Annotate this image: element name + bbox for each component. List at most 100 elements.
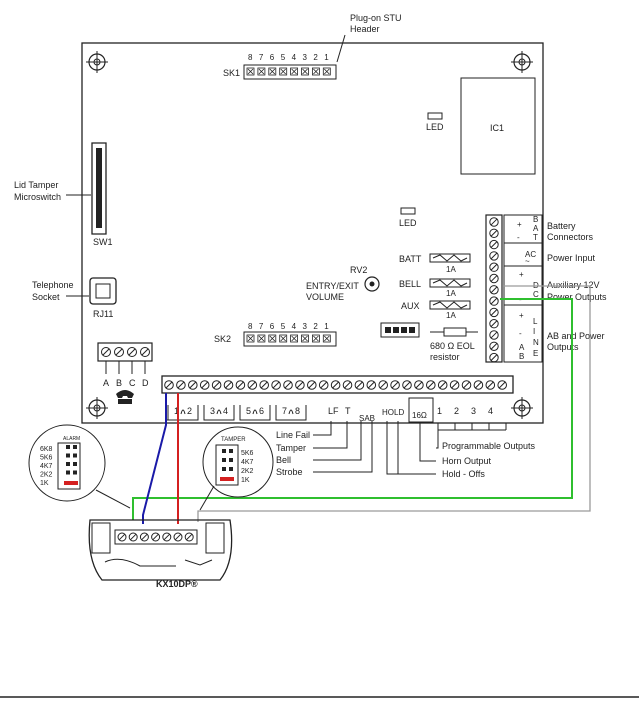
mounting-hole (511, 397, 533, 419)
abcd-screw (127, 347, 137, 357)
alarm-resistor-value: 1K (40, 480, 49, 487)
eol-label: 680 Ω EOL (430, 341, 475, 351)
sk2-pin-number: 2 (313, 322, 318, 331)
sk2-pin (279, 334, 288, 343)
sk1-pin (290, 67, 299, 76)
zone-number: 5 (246, 406, 251, 416)
sk2-pin (322, 334, 331, 343)
kx10dp-body (88, 519, 233, 581)
sk1-pin (246, 67, 255, 76)
alarm-resistor-value: 2K2 (40, 472, 53, 479)
bottom-terminal-screw (247, 380, 258, 390)
bottom-terminal-strip (161, 375, 514, 394)
bottom-terminal-screw (164, 380, 174, 390)
svg-text:1A: 1A (446, 289, 456, 298)
stu-header-label: Plug-on STU (350, 13, 402, 23)
right-terminal-mark: B (519, 352, 524, 361)
ab-power-label-2: Outputs (547, 342, 579, 352)
lf-label: LF (328, 406, 339, 416)
bottom-terminal-screw (176, 380, 186, 390)
sk1-pin-number: 1 (324, 53, 329, 62)
t-label: T (345, 406, 351, 416)
sk2-pin (246, 334, 255, 343)
bottom-terminal-screw (449, 380, 460, 390)
prog-output-number: 1 (437, 406, 442, 416)
right-terminal-screw (489, 228, 499, 239)
abcd-screw (114, 347, 124, 357)
entry-exit-label-2: VOLUME (306, 292, 344, 302)
telephone-label-2: Socket (32, 292, 60, 302)
telephone-label: Telephone (32, 280, 74, 290)
grey-wire (197, 285, 591, 522)
sk2-pin-number: 5 (281, 322, 286, 331)
right-terminal-mark: - (517, 233, 520, 242)
right-terminal-mark: E (533, 349, 538, 358)
bottom-terminal-screw (426, 380, 436, 390)
right-terminal-screw (489, 341, 499, 351)
sk2-pin (257, 334, 266, 343)
sk2-pin-number: 8 (248, 322, 253, 331)
main-board (81, 42, 544, 424)
kx10dp-terminal-screw (117, 532, 127, 542)
bottom-terminal-screw (378, 380, 389, 390)
bottom-terminal-screw (318, 380, 329, 390)
bottom-terminal-screw (342, 380, 353, 390)
right-terminal-mark: C (533, 290, 539, 299)
sk1-pin-number: 7 (259, 53, 264, 62)
prog-output-number: 4 (488, 406, 493, 416)
abcd-label-d: D (142, 378, 149, 388)
sk2-pin-number: 3 (303, 322, 308, 331)
sk2-pin (311, 334, 320, 343)
bottom-terminal-screws (164, 380, 508, 390)
bell-label: Bell (276, 455, 291, 465)
bottom-terminal-screw (390, 380, 400, 390)
eol-label-2: resistor (430, 352, 460, 362)
battery-connectors-label: Battery (547, 221, 576, 231)
sk2-pin-number: 6 (270, 322, 275, 331)
bottom-terminal-screw (366, 380, 377, 390)
rv2-label: RV2 (350, 265, 367, 275)
bottom-terminal-screw (307, 380, 317, 390)
right-terminal-screw (489, 273, 499, 284)
alarm-resistor-value: 5K6 (40, 455, 53, 462)
right-terminal-mark: A (533, 224, 539, 233)
mounting-hole (86, 397, 108, 419)
right-terminal-mark: + (519, 270, 524, 279)
tamper-resistor-value: 4K7 (241, 459, 254, 466)
bottom-terminal-screw (473, 380, 484, 390)
bottom-terminal-screw (485, 380, 496, 390)
prog-output-number: 2 (454, 406, 459, 416)
line-fail-label: Line Fail (276, 430, 310, 440)
stu-header-label-2: Header (350, 24, 380, 34)
rj11-socket (89, 277, 117, 305)
bottom-terminal-screw (354, 380, 365, 390)
sk2-pin-number: 7 (259, 322, 264, 331)
zone-number: 3 (210, 406, 215, 416)
power-input-label: Power Input (547, 253, 596, 263)
hold-label: HOLD (382, 408, 404, 417)
tamper-card-bubble (202, 426, 274, 498)
sk2-pin-number: 4 (292, 322, 297, 331)
bottom-terminal-screw (188, 380, 198, 390)
mounting-hole (86, 51, 108, 73)
lid-tamper-label: Lid Tamper (14, 180, 58, 190)
right-marks-box (503, 214, 543, 363)
alarm-resistor-value: 4K7 (40, 463, 53, 470)
sk1-pin-number: 6 (270, 53, 275, 62)
right-terminal-screw (489, 352, 499, 363)
led-top (427, 112, 443, 120)
zone-number: 8 (295, 406, 300, 416)
bottom-terminal-screw (497, 380, 508, 390)
abcd-screw (140, 347, 150, 357)
sk1-pin (322, 67, 331, 76)
svg-text:1A: 1A (446, 265, 456, 274)
bottom-terminal-screw (330, 380, 341, 390)
sk1-pin-number: 3 (303, 53, 308, 62)
bottom-terminal-screw (199, 380, 210, 390)
sk2-pin (290, 334, 299, 343)
